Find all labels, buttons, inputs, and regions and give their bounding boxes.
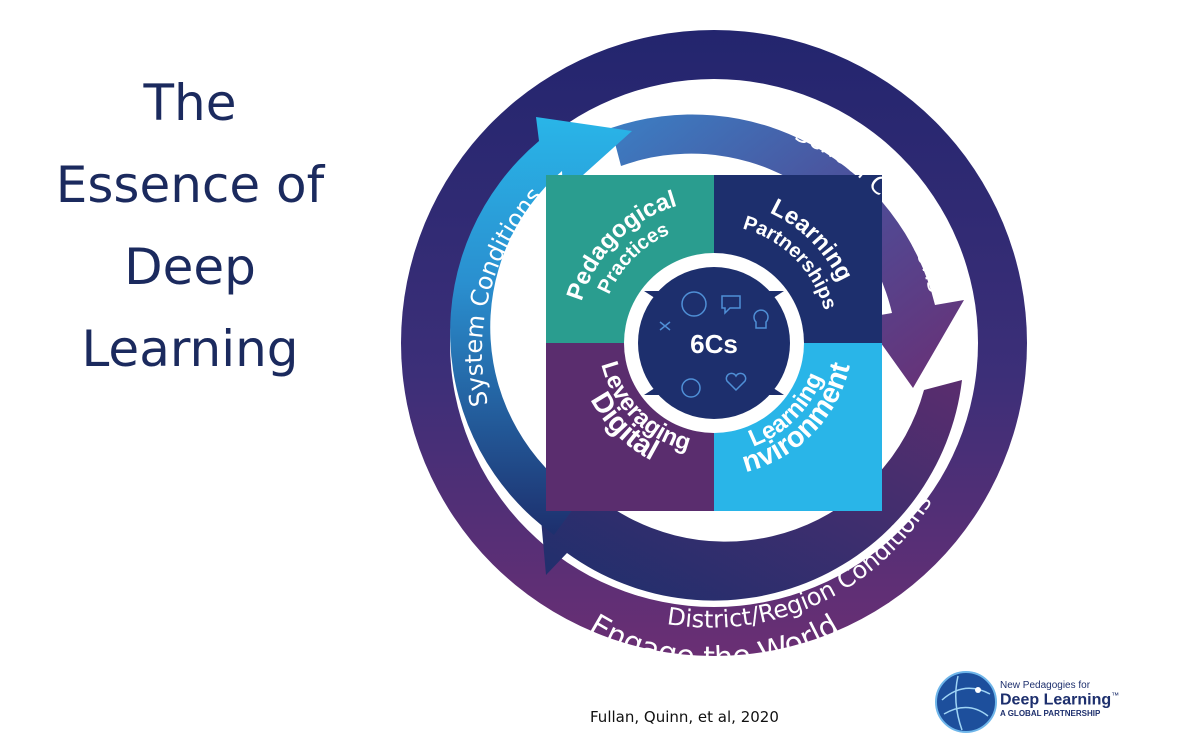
logo-line-3: A GLOBAL PARTNERSHIP xyxy=(1000,709,1101,719)
gears-icon xyxy=(681,378,701,398)
lightbulb-icon xyxy=(753,309,769,329)
logo-line-1: New Pedagogies for xyxy=(1000,680,1091,691)
network-icon xyxy=(659,321,671,331)
page-title: The Essence of Deep Learning xyxy=(20,62,360,390)
outer-top-label: Equity xyxy=(662,0,766,27)
title-line-1: The xyxy=(143,74,237,132)
trademark-mark: ™ xyxy=(1111,691,1120,700)
title-line-2: Essence of xyxy=(55,156,325,214)
system-conditions-arrow xyxy=(450,117,632,535)
center-circle xyxy=(638,267,790,419)
title-line-4: Learning xyxy=(81,320,299,378)
npdl-logo: New Pedagogies for Deep Learning™ A GLOB… xyxy=(934,666,1134,738)
district-conditions-arrow xyxy=(538,380,962,601)
heart-icon xyxy=(725,372,747,392)
logo-text: New Pedagogies for Deep Learning™ A GLOB… xyxy=(1000,680,1119,718)
citation: Fullan, Quinn, et al, 2020 xyxy=(590,708,779,726)
center-label: 6Cs xyxy=(690,329,738,359)
globe-icon xyxy=(681,291,707,317)
center-icons xyxy=(659,291,769,398)
deep-learning-diagram: 6Cs Equity Engage the World School Condi… xyxy=(376,0,1027,676)
title-line-3: Deep xyxy=(124,238,256,296)
globe-logo-icon xyxy=(935,671,997,733)
logo-line-2: Deep Learning™ xyxy=(1000,691,1119,709)
logo-line-2-text: Deep Learning xyxy=(1000,691,1112,709)
chat-icon xyxy=(721,295,741,315)
